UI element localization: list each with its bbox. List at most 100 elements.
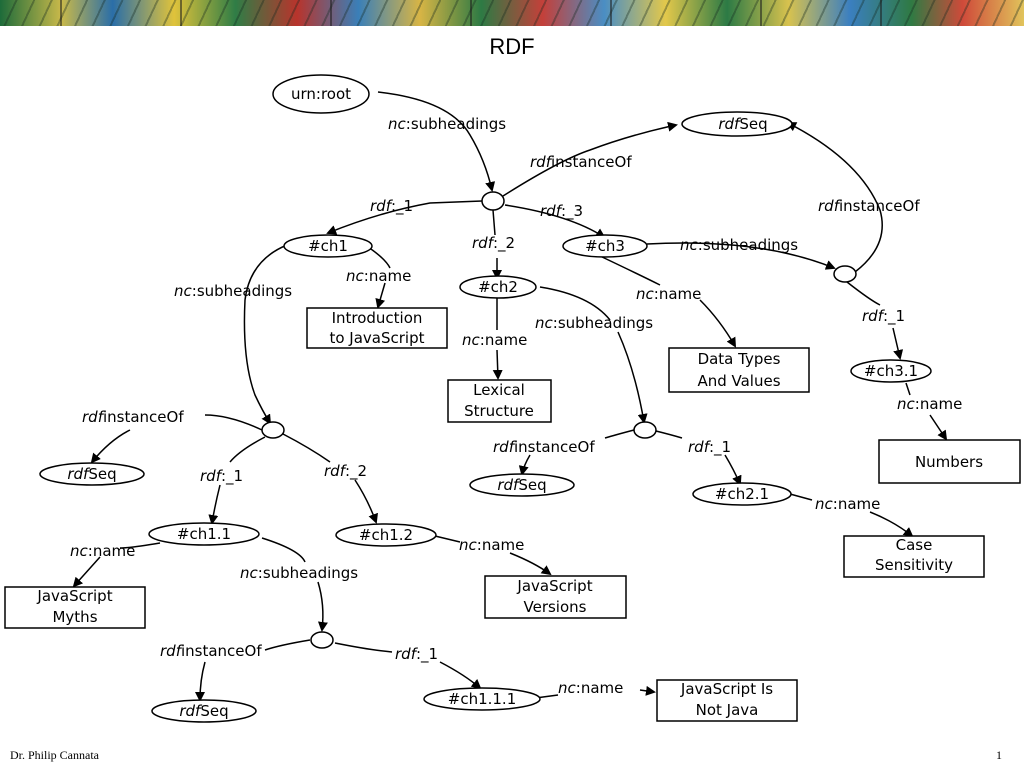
edge-rdf1-ch111 — [334, 642, 480, 688]
node-seq-top — [681, 111, 793, 137]
node-ch2 — [459, 275, 537, 299]
label-ch1-1: #ch1.1 — [177, 525, 231, 543]
edge-label-instanceof: rdfinstanceOf — [818, 197, 920, 215]
node-seq-ch1 — [39, 462, 145, 486]
box-not-java-line2: Not Java — [696, 701, 759, 719]
glass-pane-divider — [330, 0, 346, 26]
edge-label-rdf-1: rdf:_1 — [862, 307, 905, 326]
edge-label-name: nc:name — [815, 495, 880, 513]
edge-rdf1-ch31 — [846, 281, 900, 358]
box-myths-line2: Myths — [52, 608, 97, 626]
edge-label-instanceof: rdfinstanceOf — [493, 438, 595, 456]
edge-ch31-name — [905, 382, 946, 439]
glass-pane-divider — [760, 0, 776, 26]
edge-lines — [74, 91, 946, 700]
edge-label-rdf-2: rdf:_2 — [324, 462, 367, 481]
edge-label-instanceof: rdfinstanceOf — [82, 408, 184, 426]
label-ch3-1: #ch3.1 — [864, 362, 918, 380]
edge-label-instanceof: rdfinstanceOf — [530, 153, 632, 171]
edge-label-subheadings: nc:subheadings — [535, 314, 653, 332]
blank-node — [833, 265, 857, 283]
blank-node — [310, 631, 334, 649]
label-seq-ch1: rdfSeq — [67, 465, 116, 483]
label-seq-ch2: rdfSeq — [497, 476, 546, 494]
edge-label-name: nc:name — [346, 267, 411, 285]
edge-label-name: nc:name — [462, 331, 527, 349]
edge-rdf2-ch12 — [282, 433, 376, 522]
edge-ch21-name — [789, 493, 912, 536]
box-myths-line1: JavaScript — [36, 587, 112, 605]
slide-title: RDF — [489, 34, 535, 59]
edge-ch2-name — [497, 298, 498, 378]
edge-rdf2-ch2 — [493, 209, 497, 278]
label-ch1-1-1: #ch1.1.1 — [448, 690, 517, 708]
box-introduction-line1: Introduction — [332, 309, 423, 327]
node-seq-ch11 — [151, 699, 257, 723]
edge-label-subheadings: nc:subheadings — [240, 564, 358, 582]
box-data-types-line2: And Values — [697, 372, 780, 390]
box-lexical — [447, 379, 552, 423]
node-ch3-1 — [850, 359, 932, 383]
node-ch1-2 — [335, 523, 437, 547]
box-data-types-line1: Data Types — [698, 350, 781, 368]
node-ch1-1-1 — [423, 687, 541, 711]
box-case — [843, 535, 985, 578]
edge-label-rdf-1: rdf:_1 — [688, 438, 731, 457]
edge-label-subheadings: nc:subheadings — [388, 115, 506, 133]
edge-ch3-subheadings — [646, 242, 836, 270]
blank-node — [261, 421, 285, 439]
edge-label-subheadings: nc:subheadings — [174, 282, 292, 300]
node-seq-ch2 — [469, 473, 575, 497]
label-ch3: #ch3 — [585, 237, 625, 255]
edge-label-rdf-1: rdf:_1 — [395, 645, 438, 664]
edge-label-subheadings: nc:subheadings — [680, 236, 798, 254]
edge-instanceof-seq-top-2 — [786, 122, 883, 273]
page-number: 1 — [996, 748, 1002, 762]
edge-label-name: nc:name — [897, 395, 962, 413]
edge-instanceof-seq-top — [502, 121, 678, 197]
box-introduction-line2: to JavaScript — [329, 329, 424, 347]
box-versions — [484, 575, 627, 619]
glass-pane-divider — [470, 0, 486, 26]
label-ch2: #ch2 — [478, 278, 518, 296]
edge-label-rdf-2: rdf:_2 — [472, 234, 515, 253]
edge-instanceof-seq-ch11 — [200, 639, 311, 700]
edge-rdf1-ch1 — [326, 200, 483, 235]
box-data-types — [668, 347, 810, 393]
edge-root-subheadings — [377, 91, 496, 192]
node-ch3 — [562, 234, 648, 258]
edge-instanceof-seq-ch1 — [92, 414, 263, 462]
glass-pane-divider — [610, 0, 626, 26]
edge-label-rdf-3: rdf:_3 — [540, 202, 583, 221]
label-ch1: #ch1 — [308, 237, 348, 255]
glass-pane-divider — [880, 0, 896, 26]
node-ch1-1 — [148, 522, 260, 546]
glass-pane-divider — [180, 0, 196, 26]
edge-rdf1-ch21 — [655, 430, 740, 484]
edge-ch12-name — [434, 535, 550, 574]
edge-label-name: nc:name — [70, 542, 135, 560]
label-ch1-2: #ch1.2 — [359, 526, 413, 544]
node-ch2-1 — [692, 482, 792, 506]
box-case-line2: Sensitivity — [875, 556, 953, 574]
box-myths — [4, 586, 146, 629]
edge-label-name: nc:name — [636, 285, 701, 303]
label-seq-ch11: rdfSeq — [179, 702, 228, 720]
blank-node — [633, 421, 657, 439]
edge-instanceof-seq-ch2 — [522, 429, 635, 474]
node-urn-root — [272, 74, 370, 114]
edge-ch11-subheadings — [261, 537, 323, 630]
edge-label-rdf-1: rdf:_1 — [200, 467, 243, 486]
edge-label-name: nc:name — [558, 679, 623, 697]
box-lexical-line2: Structure — [464, 402, 534, 420]
box-versions-line1: JavaScript — [516, 577, 592, 595]
label-urn-root: urn:root — [291, 85, 351, 103]
box-versions-line2: Versions — [524, 598, 587, 616]
glass-pane-divider — [60, 0, 76, 26]
box-lexical-line1: Lexical — [473, 381, 525, 399]
box-introduction — [306, 307, 448, 349]
edge-rdf1-ch11 — [212, 436, 266, 523]
node-ch1 — [283, 234, 373, 258]
edge-label-rdf-1: rdf:_1 — [370, 197, 413, 216]
